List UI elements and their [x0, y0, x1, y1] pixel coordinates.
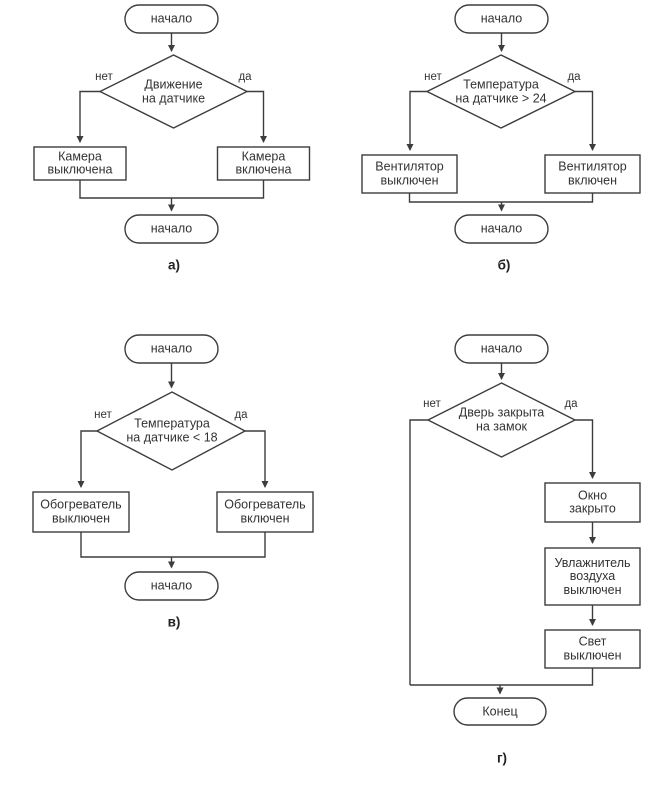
chart-a-decision-diamond — [98, 54, 249, 129]
chart-d-yes-label: да — [564, 398, 578, 410]
chart-d-caption: г) — [496, 750, 508, 766]
chart-d-join-bottom — [410, 668, 594, 686]
chart-b-join-left — [408, 193, 502, 203]
chart-a-connector-yes — [247, 90, 267, 143]
chart-d-decision-diamond — [426, 382, 577, 458]
chart-c-caption: в) — [167, 614, 181, 630]
chart-a-condition-label: Движение на датчике — [141, 77, 206, 105]
chart-c-start-label: начало — [150, 341, 193, 356]
chart-c-shapes — [32, 334, 314, 601]
chart-d-start-label: начало — [480, 341, 523, 356]
chart-a-shapes — [33, 4, 311, 244]
chart-a-caption: а) — [167, 257, 181, 273]
chart-a-end-label: начало — [150, 221, 193, 236]
chart-a-join-left — [79, 180, 172, 199]
chart-c-yes-box-label: Обогреватель включен — [224, 497, 306, 525]
chart-d-step3-label: Свет выключен — [563, 634, 622, 662]
chart-a-no-box-label: Камера выключена — [47, 149, 113, 177]
chart-d-step3-box — [544, 629, 641, 669]
chart-a-end-terminator — [124, 214, 219, 244]
chart-c-end-terminator — [124, 571, 219, 601]
chart-d-step1-label: Окно закрыто — [569, 488, 616, 516]
chart-c-no-box-label: Обогреватель выключен — [40, 497, 122, 525]
chart-d-shapes — [409, 334, 641, 726]
chart-b-end-label: начало — [480, 221, 523, 236]
chart-c-decision-diamond — [95, 391, 247, 471]
chart-c-join-right — [171, 532, 266, 558]
chart-b-condition-label: Температура на датчике > 24 — [455, 77, 547, 105]
chart-b-yes-label: да — [567, 71, 581, 83]
chart-d-connector-no — [409, 419, 428, 685]
chart-a-connector-no — [76, 90, 100, 143]
chart-b-join-right — [501, 193, 594, 203]
chart-b-shapes — [361, 4, 641, 244]
chart-d-condition-label: Дверь закрыта на замок — [458, 405, 545, 433]
chart-a-no-label: нет — [95, 71, 113, 83]
chart-b-no-label: нет — [424, 71, 442, 83]
chart-b-connector-no — [406, 90, 427, 151]
chart-c-connector-no — [77, 430, 97, 488]
chart-a-join-right — [171, 180, 265, 199]
chart-d-step2-label: Увлажнитель воздуха выключен — [554, 555, 631, 597]
chart-d-step2-box — [544, 547, 641, 606]
chart-b-yes-box-label: Вентилятор включен — [558, 159, 627, 187]
chart-b-yes-process-box — [544, 154, 641, 194]
chart-b-decision-diamond — [425, 54, 577, 129]
chart-c-end-label: начало — [150, 578, 193, 593]
chart-b-connector-yes — [575, 90, 596, 151]
chart-c-join-left — [80, 532, 172, 558]
chart-b-end-terminator — [454, 214, 549, 244]
chart-b-no-box-label: Вентилятор выключен — [375, 159, 444, 187]
chart-a-no-process-box — [33, 146, 127, 181]
chart-c-yes-label: да — [234, 409, 248, 421]
chart-c-connector-yes — [245, 430, 269, 488]
chart-b-caption: б) — [497, 257, 511, 273]
chart-c-no-label: нет — [94, 409, 112, 421]
chart-a-start-label: начало — [150, 11, 193, 26]
chart-d-no-label: нет — [423, 398, 441, 410]
chart-c-condition-label: Температура на датчике < 18 — [126, 416, 218, 444]
chart-c-no-process-box — [32, 491, 130, 533]
chart-d-connector-yes — [575, 419, 596, 479]
chart-a-yes-box-label: Камера включена — [235, 149, 292, 177]
chart-b-start-label: начало — [480, 11, 523, 26]
chart-a-yes-label: да — [238, 71, 252, 83]
chart-a-yes-process-box — [216, 146, 311, 181]
chart-d-end-terminator — [453, 697, 547, 726]
chart-c-yes-process-box — [216, 491, 314, 533]
chart-d-end-label: Конец — [482, 703, 518, 718]
